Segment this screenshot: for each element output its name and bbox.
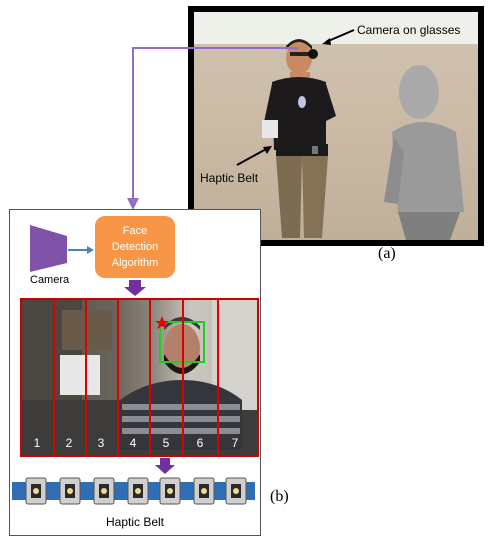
marker-star-icon — [155, 316, 169, 329]
segment-number: 6 — [196, 436, 204, 450]
vibration-motor-icon — [93, 477, 115, 505]
segment-divider — [149, 300, 151, 455]
camera-icon — [30, 225, 67, 272]
belt-label: Haptic Belt — [105, 515, 165, 529]
segment-divider — [53, 300, 55, 455]
belt-callout-label: Haptic Belt — [200, 171, 259, 185]
gray-figure — [384, 65, 464, 240]
segment-number: 2 — [65, 436, 73, 450]
segment-number: 3 — [97, 436, 105, 450]
vibration-motor-icon — [25, 477, 47, 505]
segment-divider — [182, 300, 184, 455]
vibration-motor-icon — [127, 477, 149, 505]
panel-a-label: (a) — [378, 245, 396, 262]
camera-callout-label: Camera on glasses — [357, 23, 461, 37]
face-detection-algorithm-box: Face Detection Algorithm — [95, 216, 175, 278]
connector-line — [132, 47, 298, 200]
vibration-motor-icon — [159, 477, 181, 505]
segment-number: 4 — [129, 436, 137, 450]
segment-divider — [217, 300, 219, 455]
vibration-motor-icon — [225, 477, 247, 505]
person-figure — [262, 39, 336, 238]
camera-frame: 1 2 3 4 5 6 7 — [20, 298, 259, 457]
vibration-motor-icon — [193, 477, 215, 505]
belt-drawing — [12, 477, 255, 505]
belt-callout-arrow — [236, 147, 269, 166]
scene-drawing — [262, 39, 464, 240]
haptic-belt — [12, 476, 255, 506]
segment-divider — [85, 300, 87, 455]
vibration-motor-icon — [59, 477, 81, 505]
scene-illustration — [194, 12, 478, 240]
segment-number: 7 — [231, 436, 239, 450]
frame-to-belt-arrow — [155, 458, 175, 474]
camera-callout-arrow — [325, 29, 355, 43]
scene-panel — [188, 6, 484, 246]
panel-b-label: (b) — [270, 488, 289, 505]
segment-number: 1 — [33, 436, 41, 450]
algorithm-label: Face Detection Algorithm — [111, 225, 159, 269]
segment-number: 5 — [162, 436, 170, 450]
segment-divider — [117, 300, 119, 455]
connector-arrowhead — [127, 198, 139, 210]
algorithm-to-frame-arrow — [124, 280, 146, 296]
frame-content — [22, 300, 257, 455]
glasses-camera-icon — [308, 49, 318, 59]
camera-label: Camera — [30, 274, 70, 286]
